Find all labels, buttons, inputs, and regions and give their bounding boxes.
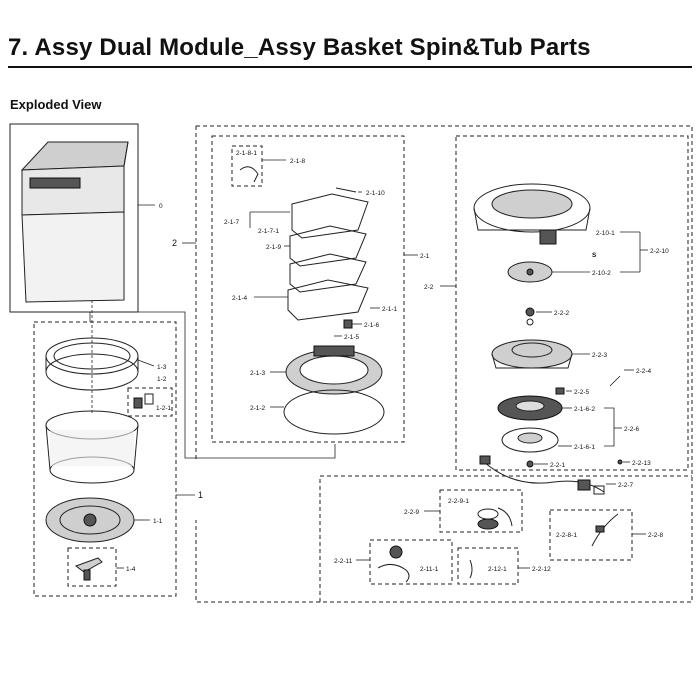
label-2-1-3: 2-1-3 — [250, 370, 266, 377]
svg-text:S: S — [592, 252, 597, 259]
tub-cover-part — [285, 345, 383, 395]
group-2-2-8-box — [549, 509, 633, 561]
seal-plate-part — [507, 261, 553, 283]
group-2-box — [195, 125, 693, 603]
stator-part — [501, 427, 559, 453]
label-2-1-8-1: 2-1-8-1 — [236, 150, 257, 157]
wire-harness-part — [479, 455, 605, 495]
label-2: 2 — [172, 238, 177, 248]
hanger-part — [133, 393, 154, 409]
bearing-part — [525, 307, 535, 317]
screw-part — [343, 319, 353, 329]
label-2-1-9: 2-1-9 — [266, 244, 282, 251]
label-2-10-2: 2-10-2 — [592, 270, 611, 277]
label-2-1-6-1: 2-1-6-1 — [574, 444, 595, 451]
label-2-1-5: 2-1-5 — [344, 334, 360, 341]
label-2-1-2: 2-1-2 — [250, 405, 266, 412]
group-2-2-lower-box — [319, 475, 692, 602]
label-2-2-9: 2-2-9 — [404, 509, 420, 516]
pin-small-part — [555, 387, 565, 395]
label-2-2-8: 2-2-8 — [648, 532, 664, 539]
label-2-2-2: 2-2-2 — [554, 310, 570, 317]
hose-clip-part — [239, 166, 259, 183]
label-2-2-13: 2-2-13 — [632, 460, 651, 467]
label-2-2-10: 2-2-10 — [650, 248, 669, 255]
group-1-2-box — [127, 387, 173, 417]
pin-part — [335, 187, 357, 193]
label-1-2: 1-2 — [157, 376, 167, 383]
label-2-2-1: 2-2-1 — [550, 462, 566, 469]
label-2-2: 2-2 — [424, 284, 434, 291]
group-2-2-12-box — [457, 547, 519, 585]
pulsator-base-part — [45, 497, 135, 543]
label-2-2-4: 2-2-4 — [636, 368, 652, 375]
label-2-2-7: 2-2-7 — [618, 482, 634, 489]
nut-part — [526, 460, 534, 468]
label-2-10-1: 2-10-1 — [596, 230, 615, 237]
label-2-1-4: 2-1-4 — [232, 295, 248, 302]
rotor-part — [497, 395, 563, 421]
drain-motor-part — [377, 545, 410, 583]
group-2-1-box — [211, 135, 405, 443]
label-1-4: 1-4 — [126, 566, 136, 573]
group-2-2-box — [455, 135, 689, 471]
outer-tub-part — [473, 183, 591, 245]
label-2-2-6: 2-2-6 — [624, 426, 640, 433]
label-2-1-10: 2-1-10 — [366, 190, 385, 197]
label-2-1-6-2: 2-1-6-2 — [574, 406, 595, 413]
group-1-box — [33, 321, 177, 597]
section-subtitle: Exploded View — [10, 97, 102, 112]
title-underline — [8, 66, 692, 68]
page-title: 7. Assy Dual Module_Assy Basket Spin&Tub… — [8, 34, 591, 61]
label-2-1-7-1: 2-1-7-1 — [258, 228, 279, 235]
label-1-3: 1-3 — [157, 364, 167, 371]
drain-fitting-part — [74, 557, 103, 581]
label-2-12-1: 2-12-1 — [488, 566, 507, 573]
label-2-2-8-1: 2-2-8-1 — [556, 532, 577, 539]
label-1-2-1: 1-2-1 — [156, 405, 172, 412]
bracket-tub-part — [491, 339, 573, 369]
spin-basket-part — [45, 300, 139, 484]
label-2-11-1: 2-11-1 — [420, 566, 439, 573]
label-0: 0 — [159, 203, 163, 210]
label-2-2-9-1: 2-2-9-1 — [448, 498, 469, 505]
tube-part — [469, 559, 473, 579]
label-2-1-6: 2-1-6 — [364, 322, 380, 329]
lid-frame-stack-part — [287, 193, 369, 321]
group-2-1-8-box — [231, 145, 263, 187]
group-1-4-box — [67, 547, 117, 587]
label-1: 1 — [198, 490, 203, 500]
tub-cover-gasket-part — [283, 389, 385, 435]
label-1-1: 1-1 — [153, 518, 163, 525]
label-2-2-11: 2-2-11 — [334, 558, 353, 565]
label-2-1-7: 2-1-7 — [224, 219, 240, 226]
label-2-1: 2-1 — [420, 253, 430, 260]
group-2-2-11-box — [369, 539, 453, 585]
label-2-1-1: 2-1-1 — [382, 306, 398, 313]
label-2-1-8: 2-1-8 — [290, 158, 306, 165]
drain-hose-clamp-part — [477, 507, 513, 530]
label-2-2-3: 2-2-3 — [592, 352, 608, 359]
label-2-2-12: 2-2-12 — [532, 566, 551, 573]
label-2-2-5: 2-2-5 — [574, 389, 590, 396]
washer-cabinet-part — [9, 123, 139, 313]
